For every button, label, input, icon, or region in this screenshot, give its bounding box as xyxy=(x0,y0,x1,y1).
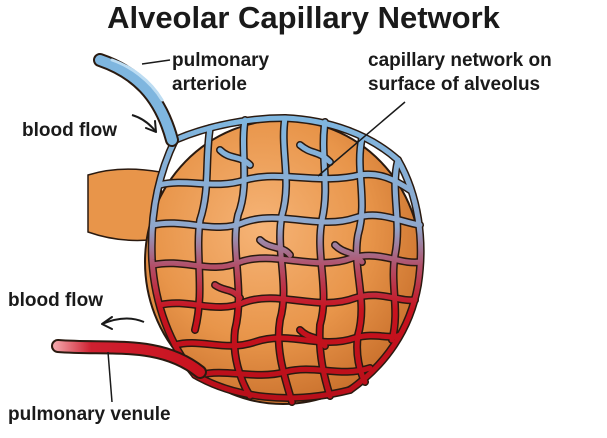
label-capillary-network-2: surface of alveolus xyxy=(368,74,541,95)
leader-line-capillary xyxy=(317,101,406,177)
label-blood-flow-top: blood flow xyxy=(22,120,117,141)
leader-line-arteriole xyxy=(141,59,171,65)
capillary-network xyxy=(147,114,425,406)
pulmonary-venule xyxy=(51,339,207,379)
label-pulmonary-arteriole-1: pulmonary xyxy=(172,50,270,71)
label-pulmonary-arteriole-2: arteriole xyxy=(172,74,247,95)
diagram-title: Alveolar Capillary Network xyxy=(107,0,500,35)
label-blood-flow-bottom: blood flow xyxy=(8,290,103,311)
pulmonary-arteriole xyxy=(93,53,179,147)
label-capillary-network-1: capillary network on xyxy=(368,50,552,71)
blood-flow-arrow-bottom xyxy=(101,316,145,330)
leader-line-venule xyxy=(107,351,113,403)
blood-flow-arrow-top xyxy=(131,114,157,133)
label-pulmonary-venule: pulmonary venule xyxy=(8,404,171,425)
